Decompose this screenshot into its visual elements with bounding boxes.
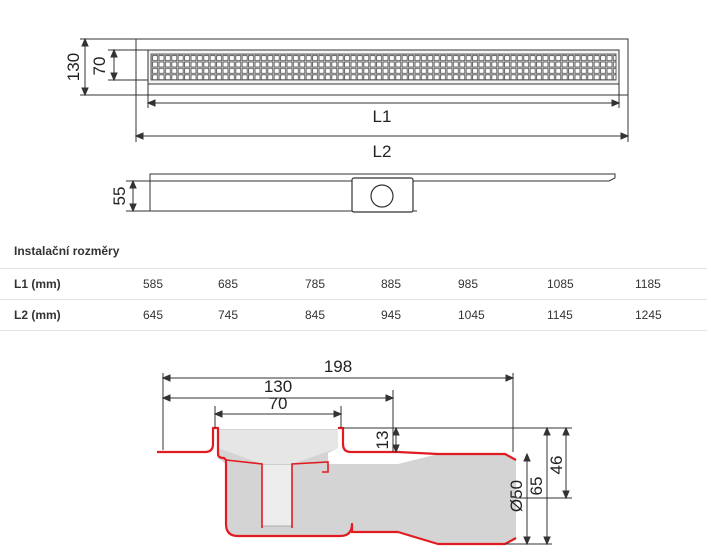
sealing-outline-right	[338, 426, 517, 461]
depth-label: 55	[110, 187, 129, 206]
inner-width-label: 70	[269, 394, 288, 413]
outlet-height-label: 46	[547, 456, 566, 475]
table-cell: 1185	[635, 268, 707, 300]
table-cell: 645	[143, 299, 218, 331]
sealing-outline-left	[157, 426, 517, 546]
trap-passage	[261, 463, 293, 527]
channel-side-view	[149, 173, 616, 213]
table-cell: 885	[381, 268, 458, 300]
total-height-dimension	[400, 426, 552, 546]
row-label: L2 (mm)	[0, 299, 143, 331]
grate-height-dimension	[108, 48, 148, 82]
inner-width-dimension	[213, 406, 343, 428]
table-cell: 1045	[458, 299, 547, 331]
total-width-label: 198	[324, 357, 352, 376]
table-cell: 585	[143, 268, 218, 300]
table-cell: 945	[381, 299, 458, 331]
table-cell: 845	[305, 299, 381, 331]
table-cell: 985	[458, 268, 547, 300]
inlet-chamber	[218, 430, 338, 464]
table-cell: 685	[218, 268, 305, 300]
row-label: L1 (mm)	[0, 268, 143, 300]
height-dimension	[80, 37, 136, 97]
height-label: 130	[64, 53, 83, 81]
table-cell: 785	[305, 268, 381, 300]
length2-dimension	[134, 95, 630, 142]
outlet-diameter-dimension	[523, 452, 531, 546]
installation-dimensions-title: Instalační rozměry	[14, 244, 120, 258]
table-cell: 1085	[547, 268, 635, 300]
length1-label: L1	[373, 107, 392, 126]
total-width-dimension	[161, 373, 515, 452]
table-cell: 745	[218, 299, 305, 331]
drain-cross-section: 198 130 70 13 Ø50 65	[157, 357, 572, 546]
body-width-label: 130	[264, 377, 292, 396]
outlet-diameter-label: Ø50	[507, 480, 526, 512]
grate-height-label: 70	[90, 57, 109, 76]
table-row: L2 (mm) 645 745 845 945 1045 1145 1245	[0, 299, 707, 331]
rim-height-dimension	[343, 426, 400, 454]
installation-dimensions-table: L1 (mm) 585 685 785 885 985 1085 1185 L2…	[0, 268, 707, 331]
trap-inner-outline	[225, 459, 329, 528]
channel-plan-drawing: 130 70 L1 L2	[64, 37, 630, 213]
outlet-height-dimension	[516, 426, 572, 500]
depth-dimension	[126, 179, 150, 213]
grate-pattern	[150, 53, 617, 81]
total-height-label: 65	[527, 477, 546, 496]
body-width-dimension	[161, 390, 395, 452]
table-cell: 1145	[547, 299, 635, 331]
table-cell: 1245	[635, 299, 707, 331]
table-row: L1 (mm) 585 685 785 885 985 1085 1185	[0, 268, 707, 300]
length1-dimension	[146, 84, 621, 108]
length2-label: L2	[373, 142, 392, 161]
rim-height-label: 13	[373, 431, 392, 450]
